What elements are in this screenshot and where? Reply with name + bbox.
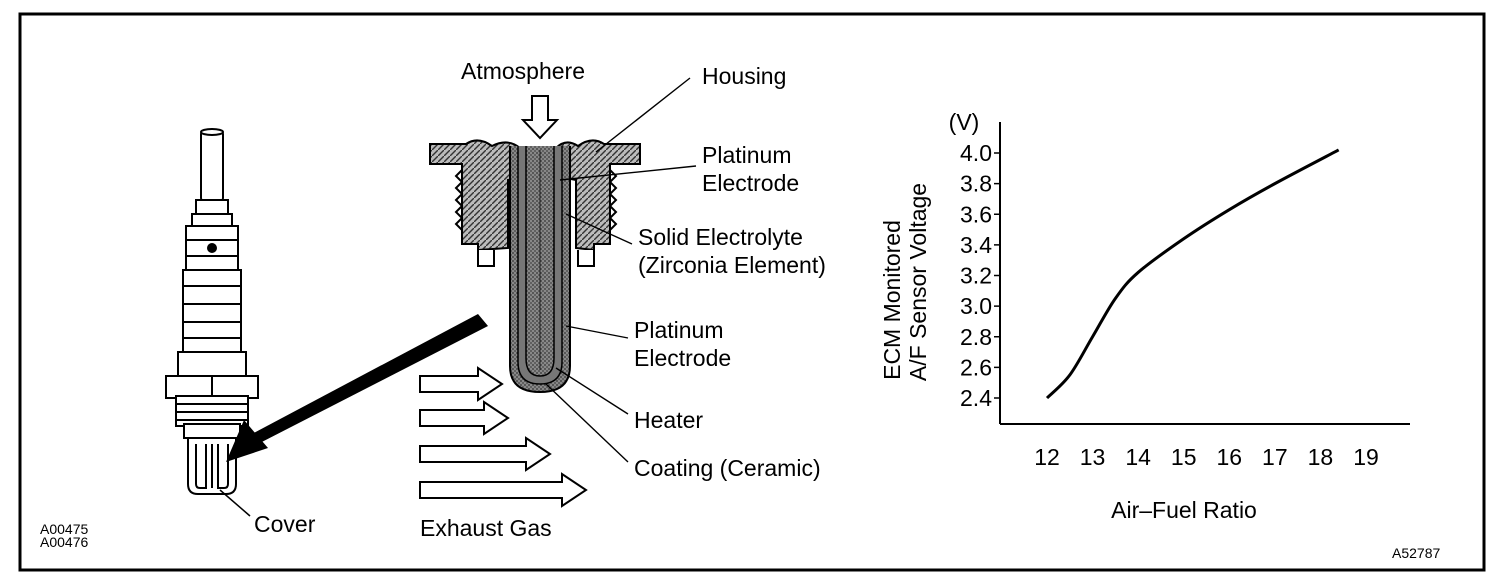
platinum-electrode-top-line2: Electrode xyxy=(702,170,800,196)
heater-label: Heater xyxy=(634,407,704,433)
exhaust-arrow-icon xyxy=(419,472,588,508)
figure-border xyxy=(18,12,1486,572)
exhaust-gas-label: Exhaust Gas xyxy=(420,515,552,541)
y-tick-label: 4.0 xyxy=(960,140,992,166)
cover-label: Cover xyxy=(254,511,316,537)
sensor-code-1: A00475 xyxy=(40,521,89,537)
y-tick-label: 3.6 xyxy=(960,201,992,227)
x-tick-label: 18 xyxy=(1308,444,1334,470)
solid-electrolyte-line2: (Zirconia Element) xyxy=(638,252,826,278)
y-tick-label: 3.8 xyxy=(960,171,992,197)
coating-label: Coating (Ceramic) xyxy=(634,455,821,481)
cover-leader-line xyxy=(219,489,251,517)
y-tick-label: 2.4 xyxy=(960,385,992,411)
x-tick-label: 15 xyxy=(1171,444,1197,470)
platinum-electrode-top-line1: Platinum xyxy=(702,142,792,168)
platinum-electrode-bottom-line1: Platinum xyxy=(634,317,724,343)
af-sensor-illustration xyxy=(165,128,259,495)
exhaust-arrow-icon xyxy=(419,400,510,436)
y-tick-label: 3.0 xyxy=(960,293,992,319)
label-leader-lines xyxy=(545,77,697,463)
sensor-cross-section xyxy=(429,95,641,394)
x-tick-label: 17 xyxy=(1262,444,1288,470)
housing-label: Housing xyxy=(702,63,787,89)
y-unit-label: (V) xyxy=(949,109,980,135)
voltage-chart: 2.4 2.6 2.8 3.0 3.2 3.4 3.6 3.8 4.0 12 13 14 15 16 17 1… xyxy=(879,109,1410,523)
y-tick-label: 2.6 xyxy=(960,354,992,380)
y-axis-title-line1: ECM Monitored xyxy=(879,220,905,380)
y-axis-title-line2: A/F Sensor Voltage xyxy=(905,183,931,381)
exhaust-flow-arrows xyxy=(419,366,588,508)
x-tick-label: 13 xyxy=(1080,444,1106,470)
x-tick-label: 16 xyxy=(1216,444,1242,470)
x-axis-title: Air–Fuel Ratio xyxy=(1111,497,1257,523)
figure-code: A52787 xyxy=(1392,545,1441,561)
exhaust-arrow-icon xyxy=(419,366,504,402)
x-tick-label: 14 xyxy=(1125,444,1151,470)
sensor-code-2: A00476 xyxy=(40,534,89,550)
x-tick-label: 12 xyxy=(1034,444,1060,470)
solid-electrolyte-line1: Solid Electrolyte xyxy=(638,224,803,250)
atmosphere-arrow-icon xyxy=(520,95,560,140)
y-tick-label: 3.2 xyxy=(960,263,992,289)
platinum-electrode-bottom-line2: Electrode xyxy=(634,345,732,371)
atmosphere-label: Atmosphere xyxy=(461,58,586,84)
pointer-arrow xyxy=(226,314,488,462)
y-tick-label: 2.8 xyxy=(960,324,992,350)
y-tick-label: 3.4 xyxy=(960,232,992,258)
exhaust-arrow-icon xyxy=(419,436,552,472)
voltage-curve xyxy=(1045,148,1340,400)
x-tick-label: 19 xyxy=(1353,444,1379,470)
